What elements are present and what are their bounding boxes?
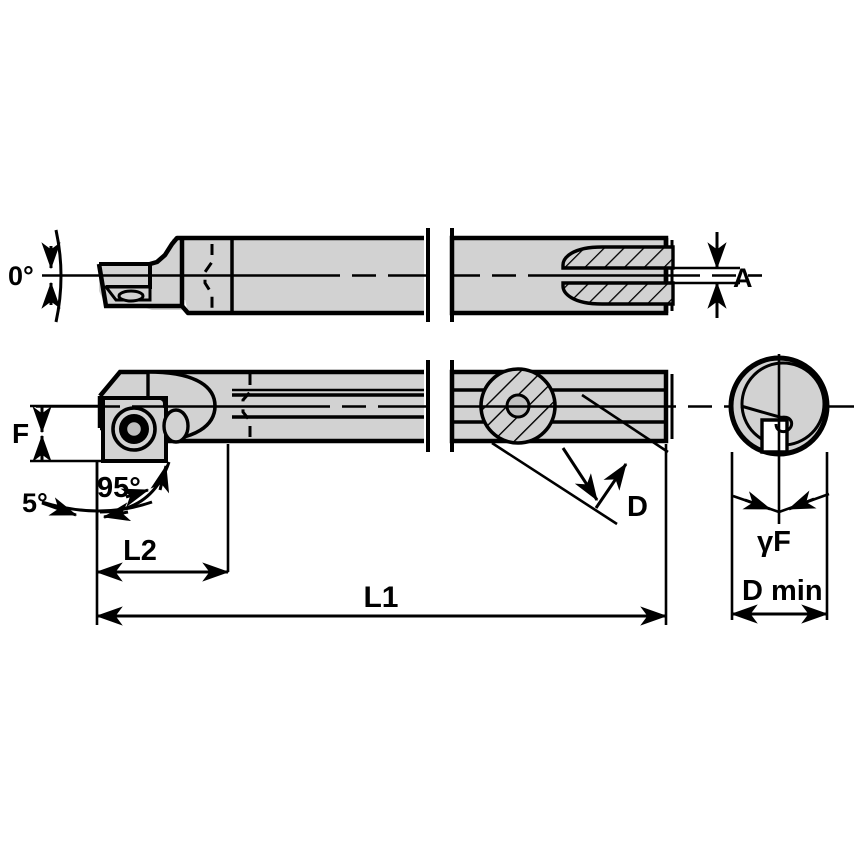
side-view-screw-torx <box>124 419 144 439</box>
side-view-upper-contour <box>98 369 430 398</box>
dmin-label: D min <box>742 575 823 607</box>
dim-d-arrow-lower <box>561 447 599 502</box>
angle-5-arrow-left <box>41 497 78 517</box>
top-view-group: 0° A <box>8 228 762 323</box>
gamma-f-arrow-right <box>787 490 817 511</box>
overall-dimensions-group: L2 L1 <box>95 444 668 626</box>
dim-d-arrow-upper <box>594 463 628 509</box>
angle-95-label: 95° <box>97 472 141 504</box>
top-view-upper-contour <box>149 235 430 267</box>
end-view-screw-detail <box>774 415 794 434</box>
zero-degree-arc <box>54 229 63 323</box>
angle-95-arrow-lower <box>120 488 150 507</box>
top-view-screw-ellipse <box>117 289 145 303</box>
top-view-coolant-bore-upper <box>561 245 675 270</box>
dim-l2-label: L2 <box>123 535 157 567</box>
gamma-f-label: γF <box>757 526 791 558</box>
end-view-insert-profile <box>760 418 789 454</box>
zero-degree-label: 0° <box>8 261 34 291</box>
dim-f-label: F <box>12 418 29 449</box>
gamma-f-arrow-left <box>742 491 772 511</box>
dim-d-ext-upper <box>581 393 669 454</box>
side-view-coolant-outlet <box>162 408 190 444</box>
top-view-coolant-bore-lower <box>561 281 675 306</box>
angle-5-label: 5° <box>22 488 48 518</box>
side-view-group: F 95° 5° D <box>12 360 854 530</box>
dim-d-label: D <box>627 491 648 523</box>
dim-a-label: A <box>733 263 753 293</box>
end-view-group: γF D min <box>728 354 830 624</box>
dim-l1-label: L1 <box>363 581 398 614</box>
top-view-head-outline <box>96 238 185 309</box>
end-view-chord-line <box>740 404 784 420</box>
angle-95-arrow-upper <box>150 464 170 494</box>
angle-5-arrow-right <box>102 502 132 522</box>
dim-d-ext-lower <box>491 441 618 526</box>
top-view-lower-contour <box>180 304 430 316</box>
